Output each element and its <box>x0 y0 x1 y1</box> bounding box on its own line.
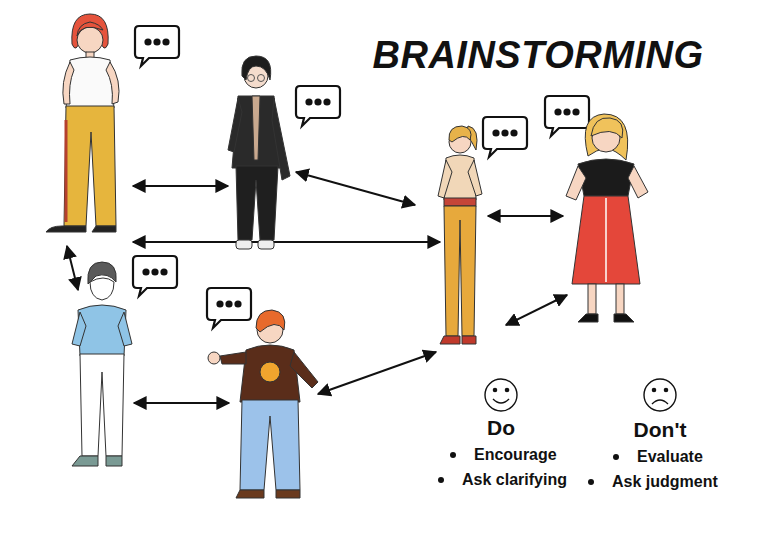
column-heading: Do <box>487 416 515 440</box>
bullet-dot <box>588 479 594 485</box>
column-heading: Don't <box>634 418 687 442</box>
dont-item: Ask judgment <box>612 473 718 491</box>
do-item: Encourage <box>474 446 557 464</box>
person-red-skirt <box>566 114 648 322</box>
dont-item: Evaluate <box>637 448 703 466</box>
do-item: Ask clarifying <box>462 471 567 489</box>
title: BRAINSTORMING <box>373 34 704 77</box>
bullet-dot <box>438 477 444 483</box>
person-black-outfit <box>228 56 290 249</box>
sad-face <box>644 379 676 411</box>
person-ponytail <box>438 126 482 344</box>
bullet-dot <box>613 454 619 460</box>
smiley-face <box>485 379 517 411</box>
person-blue-shirt <box>72 262 132 466</box>
bullet-dot <box>450 452 456 458</box>
person-brown-sweater <box>208 310 318 498</box>
interaction-arrows <box>67 172 567 403</box>
person-red-hair <box>46 14 119 232</box>
